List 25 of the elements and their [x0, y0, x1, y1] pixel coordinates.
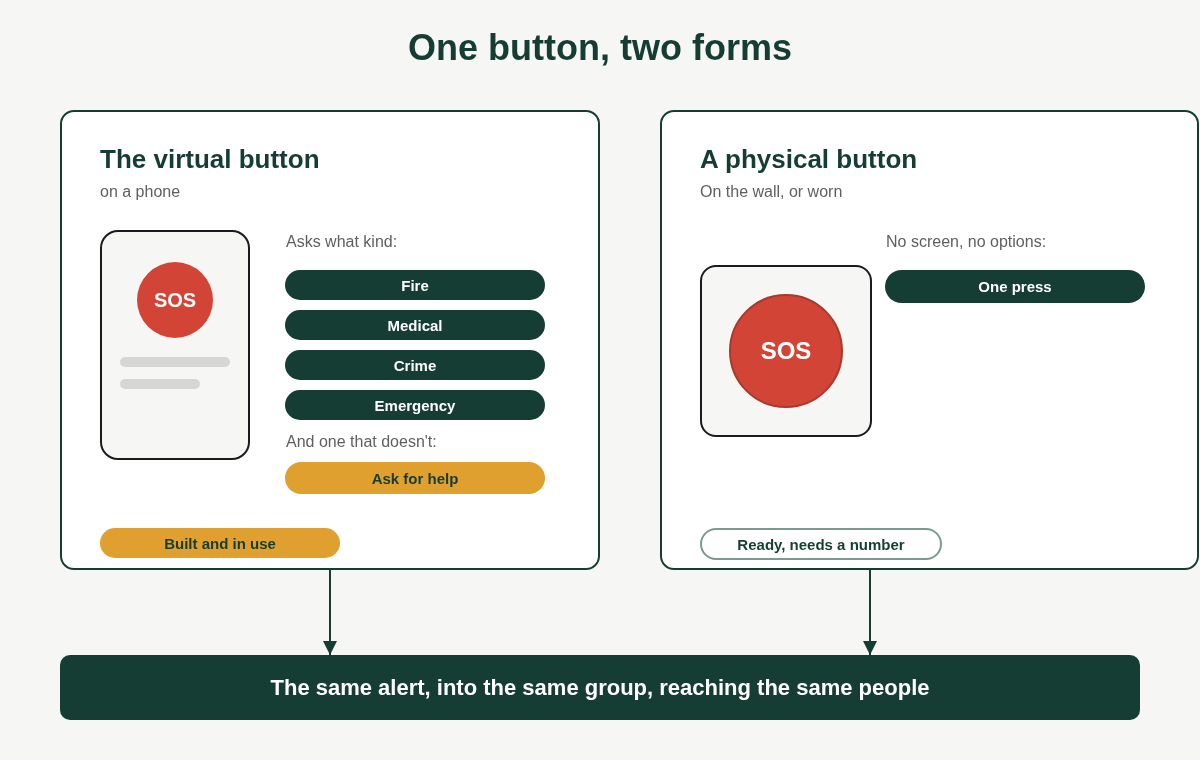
- card-subtitle: On the wall, or worn: [700, 182, 843, 202]
- card-heading: The virtual button: [100, 143, 320, 175]
- arrow: [323, 569, 337, 656]
- help-button: Ask for help: [285, 462, 545, 494]
- diagram-title: One button, two forms: [408, 26, 792, 70]
- phone-outline: [100, 230, 250, 460]
- prompt-text: No screen, no options:: [886, 232, 1047, 252]
- prompt-text: Asks what kind:: [286, 232, 398, 252]
- panel-card: [660, 110, 1199, 570]
- option-button: Medical: [285, 310, 545, 340]
- sos-button: SOS: [729, 294, 843, 408]
- option-button: Emergency: [285, 390, 545, 420]
- status-tag: Built and in use: [100, 528, 340, 558]
- arrow: [863, 569, 877, 656]
- sos-button: SOS: [137, 262, 213, 338]
- option-button: One press: [885, 270, 1145, 303]
- wall-device: [700, 265, 872, 437]
- card-subtitle: on a phone: [100, 182, 181, 202]
- card-heading: A physical button: [700, 143, 918, 175]
- panel-card: [60, 110, 600, 570]
- outcome-banner: The same alert, into the same group, reaching the same people: [60, 655, 1140, 720]
- prompt-text: And one that doesn't:: [286, 432, 437, 452]
- status-tag: Ready, needs a number: [700, 528, 942, 560]
- option-button: Crime: [285, 350, 545, 380]
- option-button: Fire: [285, 270, 545, 300]
